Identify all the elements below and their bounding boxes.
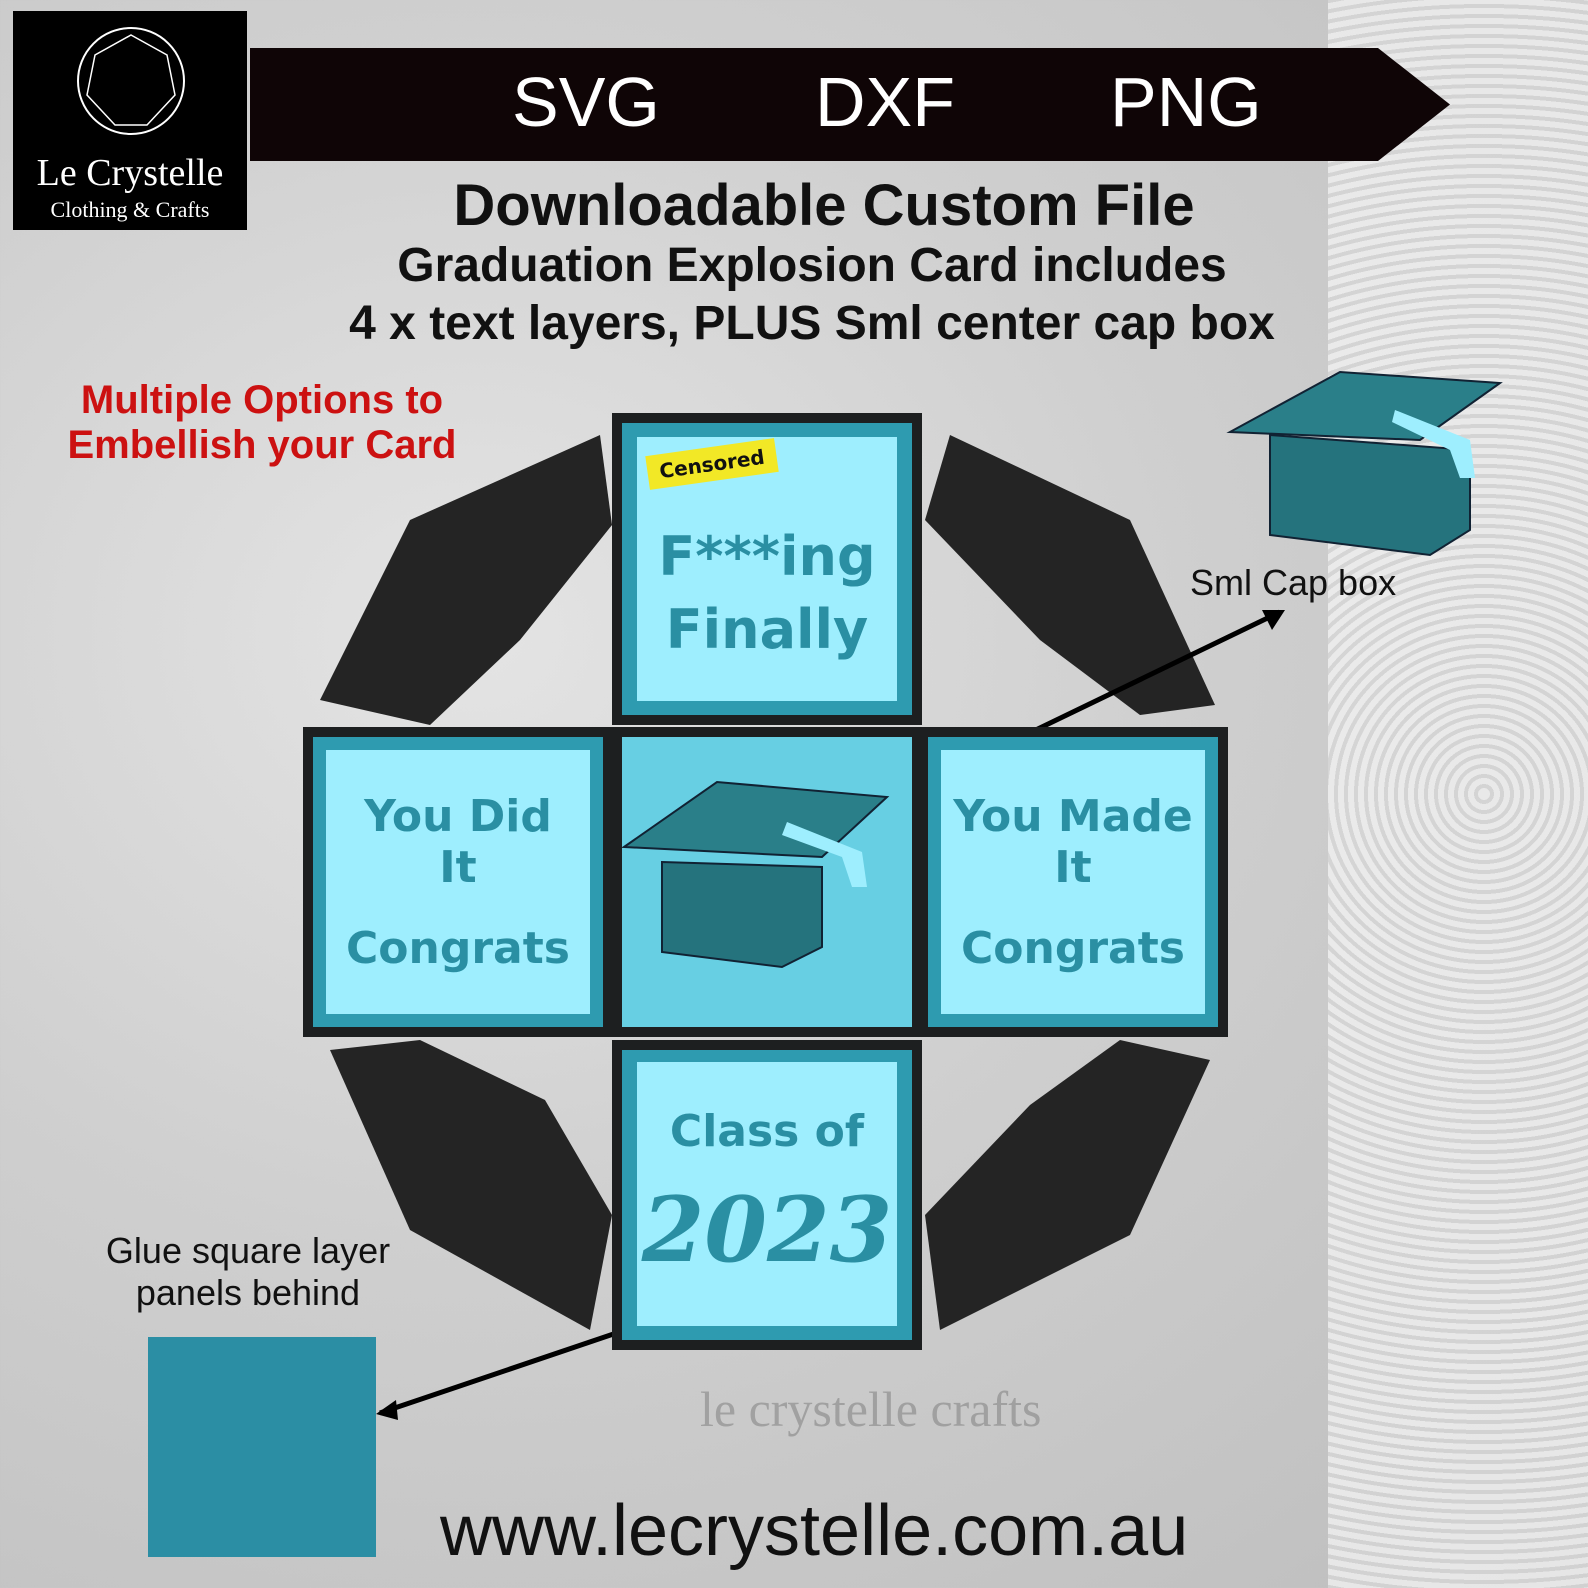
grad-cap-bottom-left-icon (330, 1040, 612, 1330)
glue-square-swatch (148, 1337, 376, 1557)
right-line2: It (1054, 841, 1092, 893)
top-line2: Finally (665, 598, 869, 661)
headline-line1: Graduation Explosion Card includes (397, 239, 1227, 292)
format-banner: SVG DXF PNG (250, 48, 1450, 161)
footer-url[interactable]: www.lecrystelle.com.au (440, 1491, 1189, 1571)
format-png: PNG (1110, 63, 1262, 141)
embellish-note: Multiple Options to Embellish your Card (42, 378, 482, 468)
panel-bottom-text: Class of 2023 (637, 1062, 897, 1326)
glue-label: Glue square layer panels behind (88, 1230, 408, 1314)
grad-cap-top-right-icon (925, 435, 1215, 715)
grad-cap-top-left-icon (320, 435, 612, 725)
sml-cap-box-icon (1226, 370, 1503, 557)
grad-cap-bottom-right-icon (925, 1040, 1210, 1330)
censored-sticker: Censored (645, 438, 779, 490)
brand-name: Le Crystelle (36, 152, 224, 194)
embellish-line2: Embellish your Card (67, 423, 457, 467)
glue-arrow (379, 1322, 641, 1416)
panel-center (621, 737, 912, 1027)
embellish-line1: Multiple Options to (80, 378, 444, 422)
format-dxf: DXF (815, 63, 955, 141)
center-cap-box-icon (621, 780, 890, 969)
panel-left-text: You Did It Congrats (326, 750, 590, 1014)
brand-tagline: Clothing & Crafts (50, 197, 210, 222)
right-line1: You Made (953, 790, 1193, 842)
bottom-line2: 2023 (641, 1176, 893, 1283)
cap-box-label: Sml Cap box (1190, 562, 1397, 603)
format-svg: SVG (512, 63, 660, 141)
watermark: le crystelle crafts (700, 1381, 1042, 1437)
left-line3: Congrats (346, 922, 570, 974)
headline-title: Downloadable Custom File (453, 173, 1195, 238)
left-line2: It (439, 841, 477, 893)
brand-logo: Le Crystelle Clothing & Crafts (13, 11, 247, 230)
top-line1: F***ing (658, 525, 876, 588)
glue-line1: Glue square layer (105, 1230, 391, 1271)
glue-line2: panels behind (135, 1272, 361, 1313)
left-line1: You Did (364, 790, 552, 842)
headline-line2: 4 x text layers, PLUS Sml center cap box (349, 297, 1275, 350)
crystal-monogram-icon (77, 27, 185, 135)
panel-right-text: You Made It Congrats (941, 750, 1205, 1014)
bottom-line1: Class of (669, 1105, 865, 1157)
right-line3: Congrats (961, 922, 1185, 974)
panel-top-text: Censored F***ing Finally (637, 437, 897, 701)
lace-decoration (1328, 0, 1588, 1588)
